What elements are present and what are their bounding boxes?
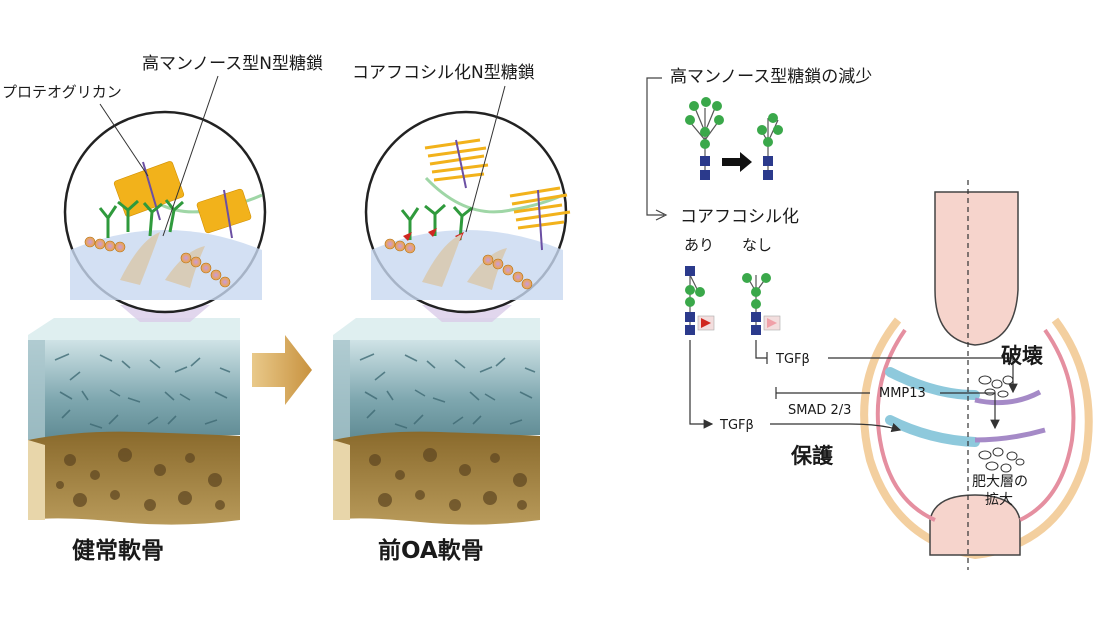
label-without: なし	[742, 236, 772, 254]
healthy-cartilage-panel: 高マンノース型N型糖鎖 プロテオグリカン 健常軟骨	[2, 54, 323, 564]
label-proteoglycan: プロテオグリカン	[2, 83, 122, 101]
high-mannose-glycan-before-icon	[685, 97, 724, 180]
high-mannose-glycan-icon	[98, 199, 184, 238]
high-mannose-glycan-after-icon	[757, 113, 783, 180]
label-high-mannose: 高マンノース型N型糖鎖	[142, 54, 323, 74]
transition-arrow	[252, 335, 312, 405]
healthy-zoom-circle	[63, 110, 267, 314]
title-pre-oa-cartilage: 前OA軟骨	[378, 537, 484, 564]
non-fucosylated-glycan-icon	[742, 273, 781, 335]
pre-oa-zoom-circle	[364, 110, 571, 314]
label-tgfb-lower: TGFβ	[719, 418, 754, 433]
label-core-fucosylation: コアフコシル化	[680, 207, 799, 227]
healthy-cartilage-block	[28, 318, 240, 525]
label-hypertrophic-2: 拡大	[985, 492, 1013, 508]
label-high-mannose-decrease: 高マンノース型糖鎖の減少	[670, 67, 872, 87]
pathway-arrows	[689, 340, 1018, 433]
knee-joint-diagram	[860, 180, 1093, 570]
label-destruction: 破壊	[1001, 344, 1043, 368]
label-hypertrophic-1: 肥大層の	[972, 474, 1028, 490]
fucosylated-glycan-icon	[685, 266, 715, 335]
mechanism-panel: 高マンノース型糖鎖の減少	[646, 67, 1093, 570]
label-mmp13: MMP13	[879, 386, 926, 401]
label-protection: 保護	[790, 444, 834, 468]
pointer-line-proteoglycan	[99, 103, 149, 177]
decrease-arrow-icon	[722, 152, 752, 172]
label-smad: SMAD 2/3	[788, 403, 851, 418]
core-fucosylated-glycan-icon	[400, 203, 473, 241]
bracket-line	[646, 77, 664, 216]
pointer-line-high-mannose	[162, 75, 219, 237]
label-with: あり	[684, 236, 714, 254]
pre-oa-cartilage-panel: コアフコシル化N型糖鎖 前OA軟骨	[333, 63, 571, 564]
label-core-fucosylated: コアフコシル化N型糖鎖	[352, 63, 535, 83]
title-healthy-cartilage: 健常軟骨	[72, 537, 164, 564]
pre-oa-cartilage-block	[333, 318, 540, 525]
label-tgfb-upper: TGFβ	[775, 352, 810, 367]
pointer-line-core-fucosylated	[465, 85, 506, 233]
